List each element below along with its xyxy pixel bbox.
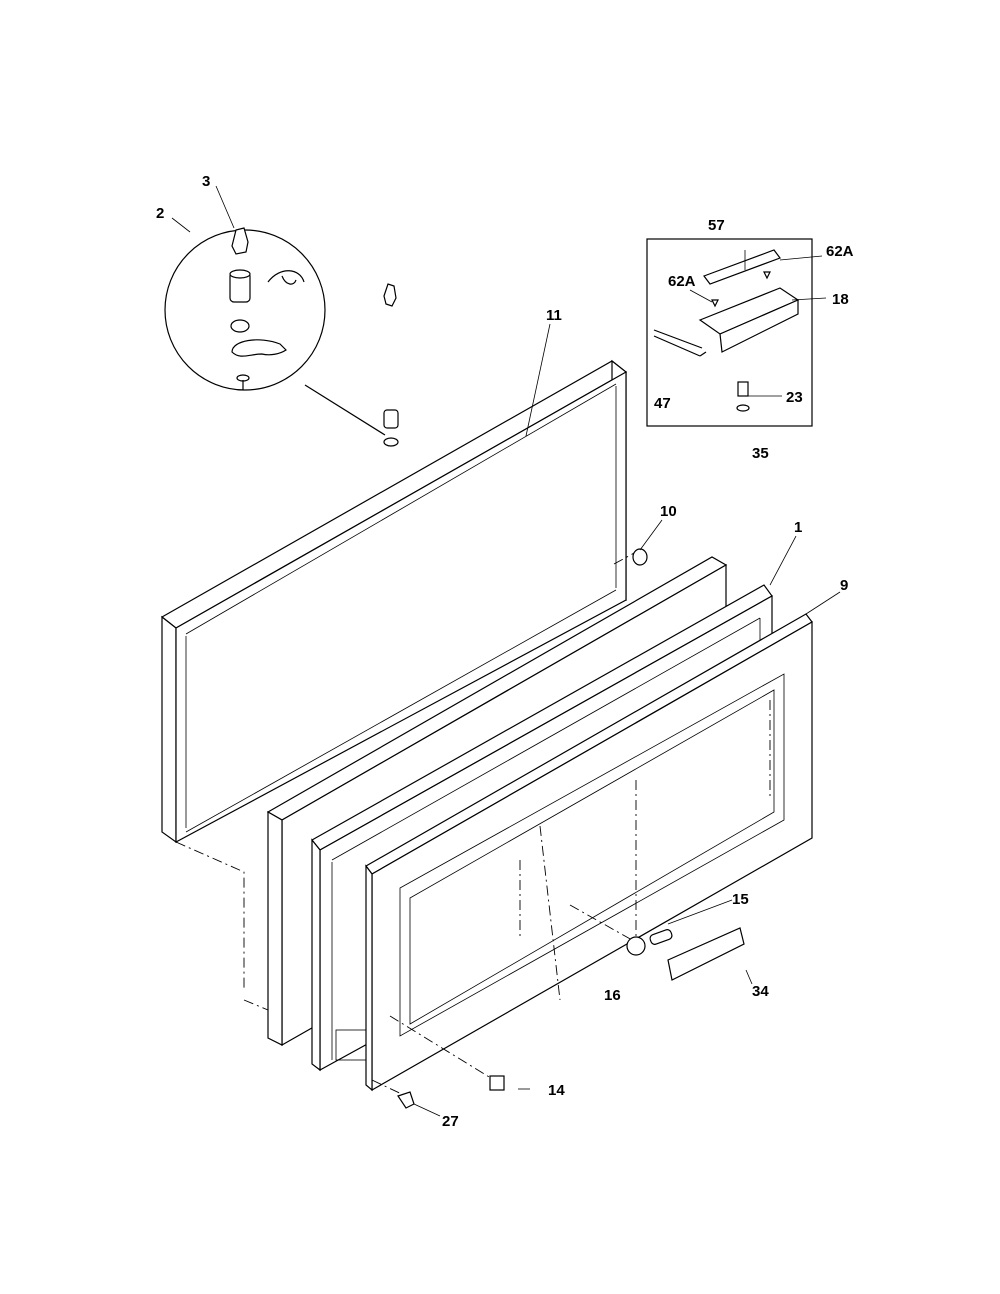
callout-3: 3 bbox=[202, 173, 210, 190]
callout-18: 18 bbox=[832, 291, 849, 308]
callout-1: 1 bbox=[794, 519, 802, 536]
small-parts bbox=[397, 548, 745, 1117]
main-leaders bbox=[525, 323, 841, 985]
callout-2: 2 bbox=[156, 205, 164, 222]
callout-15: 15 bbox=[732, 891, 749, 908]
callout-35: 35 bbox=[752, 445, 769, 462]
callout-10: 10 bbox=[660, 503, 677, 520]
callout-14: 14 bbox=[548, 1082, 565, 1099]
callout-62a-left: 62A bbox=[668, 273, 696, 290]
callout-27: 27 bbox=[442, 1113, 459, 1130]
assembly-guide-lines bbox=[175, 551, 637, 1099]
callout-9: 9 bbox=[840, 577, 848, 594]
callout-16: 16 bbox=[604, 987, 621, 1004]
callout-labels: 2 3 11 10 1 9 15 16 34 14 27 57 62A 62A … bbox=[156, 173, 854, 1130]
callout-62a-right: 62A bbox=[826, 243, 854, 260]
callout-47: 47 bbox=[654, 395, 671, 412]
callout-23: 23 bbox=[786, 389, 803, 406]
outer-door-panel bbox=[160, 359, 628, 844]
hinge-inset-box bbox=[646, 238, 827, 427]
lock-detail-circle bbox=[164, 185, 386, 436]
inner-door-panel bbox=[365, 613, 813, 1092]
callout-34: 34 bbox=[752, 983, 769, 1000]
callout-57: 57 bbox=[708, 217, 725, 234]
callout-11: 11 bbox=[546, 307, 562, 324]
